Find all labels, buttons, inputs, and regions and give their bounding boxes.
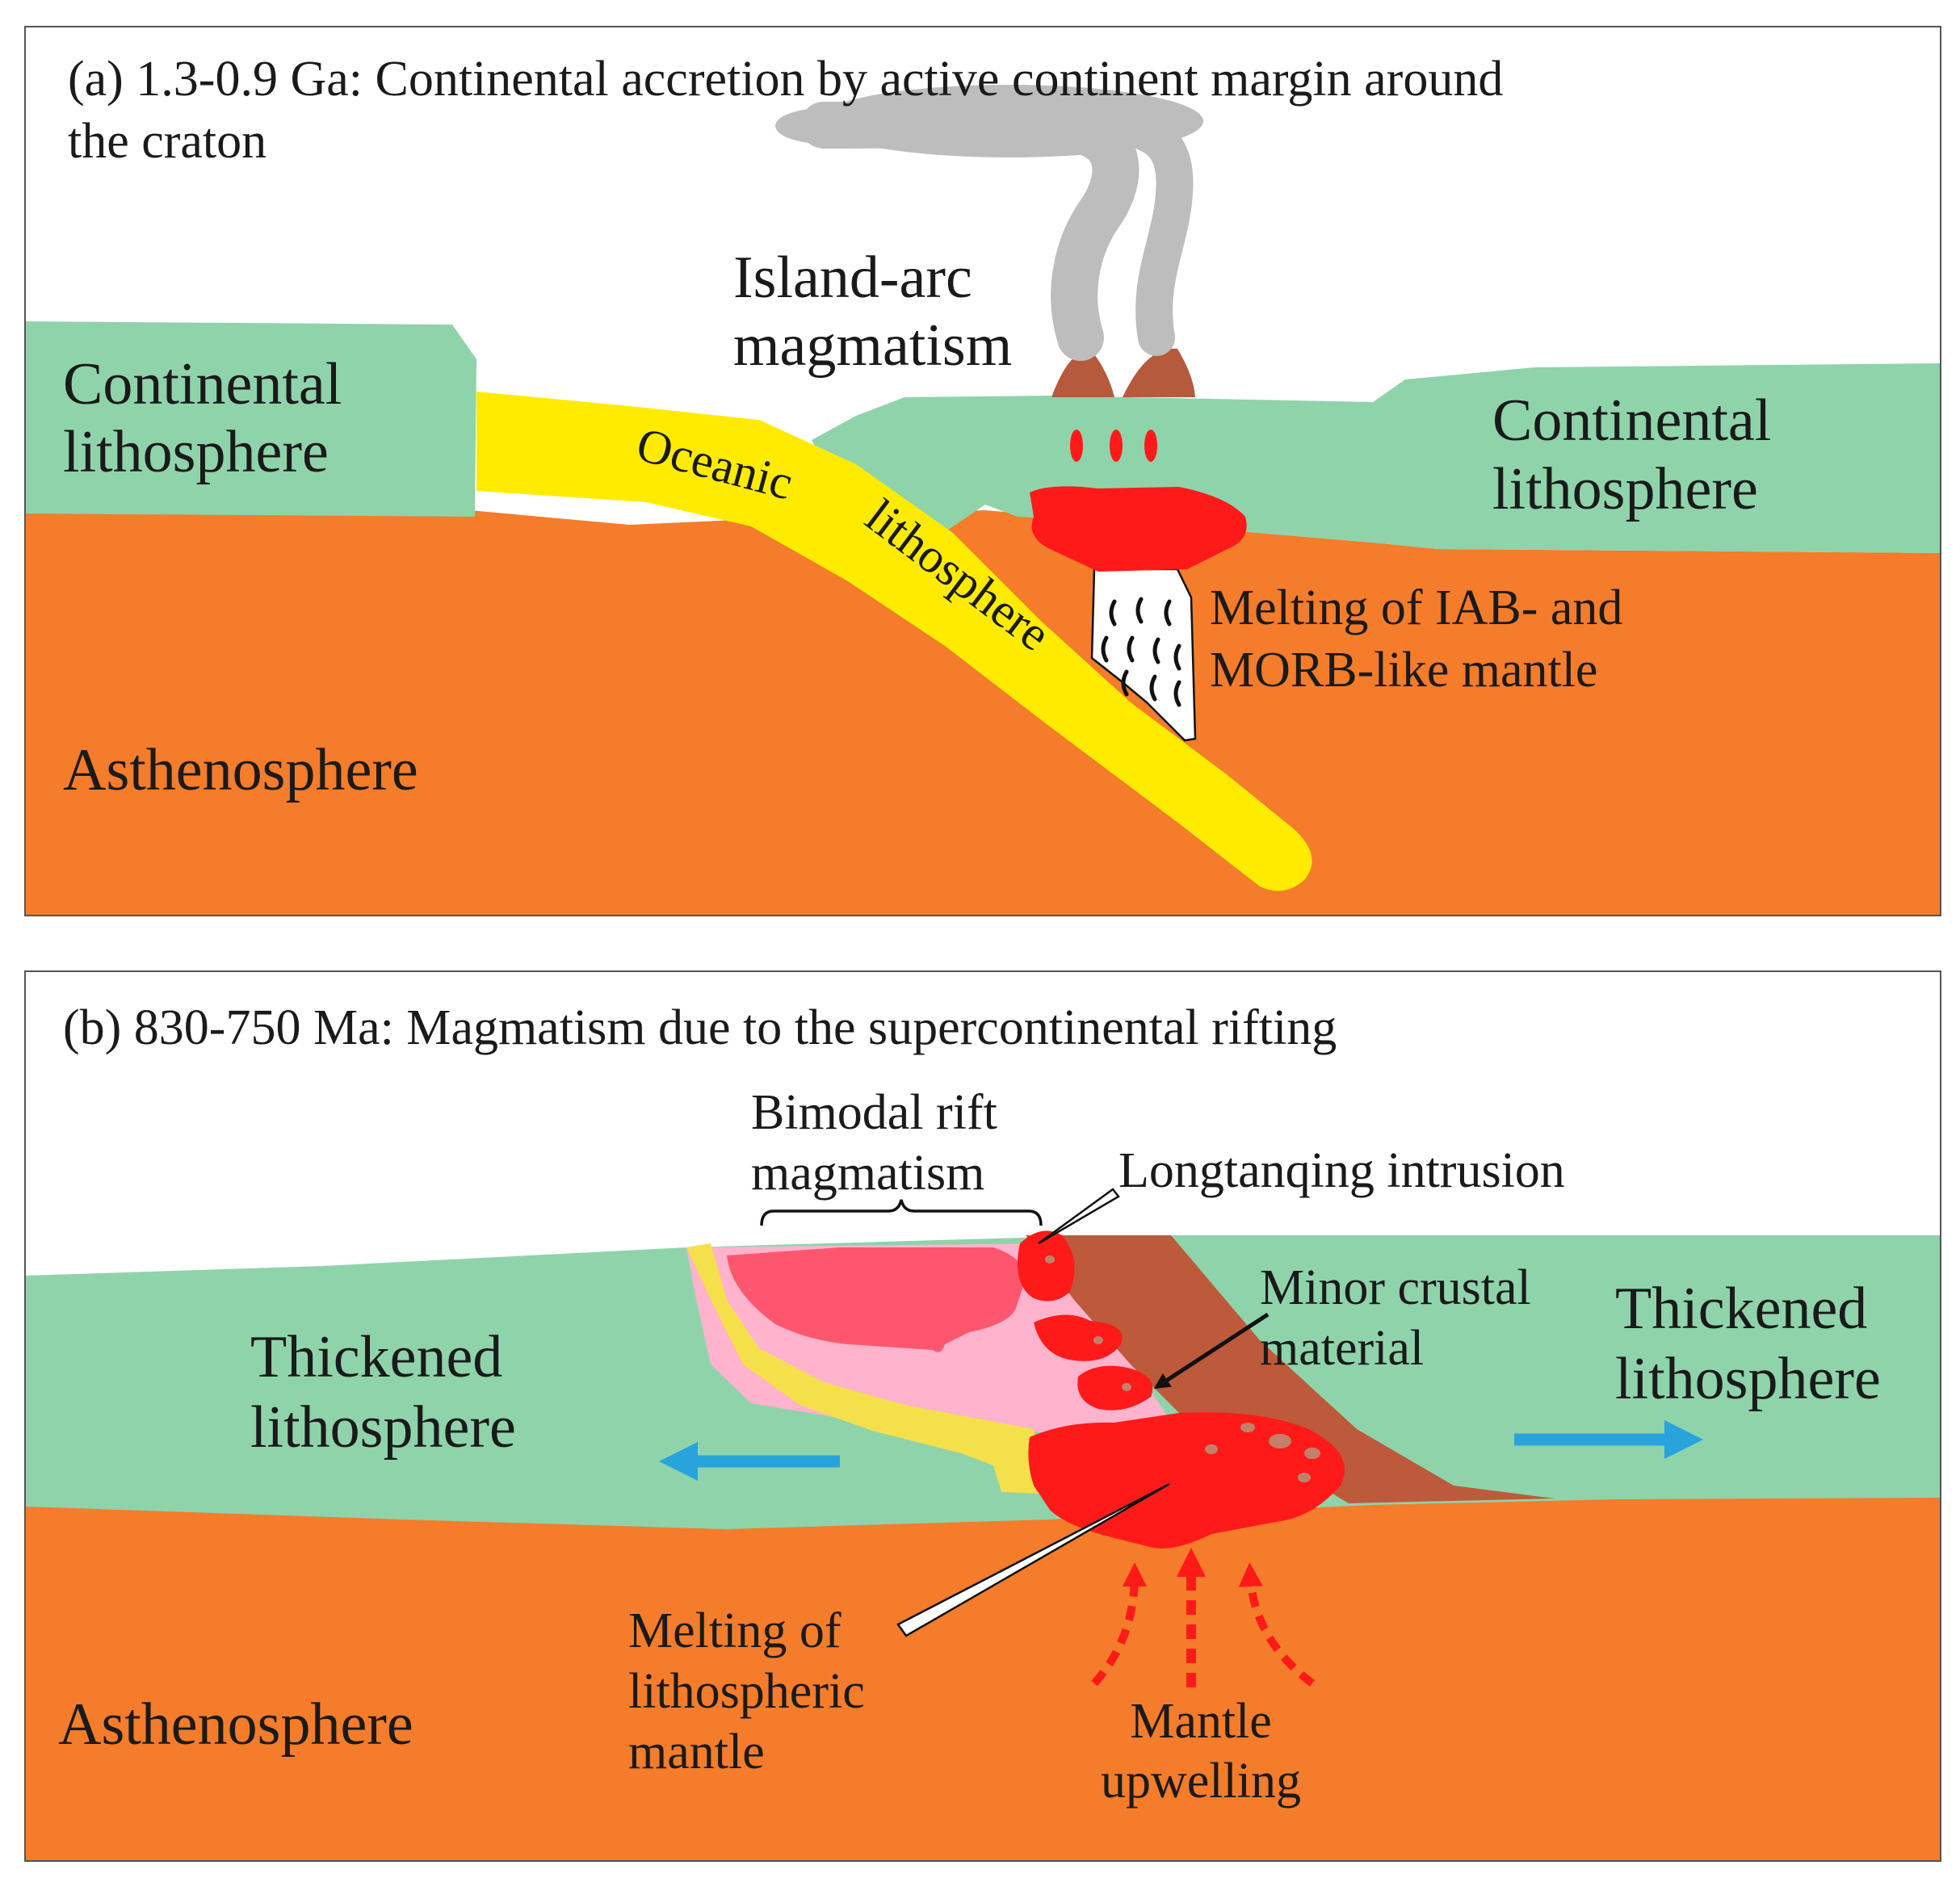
volcano-left — [1051, 350, 1114, 397]
crustal-material-label-line1: Minor crustal — [1260, 1260, 1531, 1315]
bimodal-brace — [760, 1199, 1043, 1226]
asthenosphere-label-b: Asthenosphere — [58, 1691, 413, 1758]
island-arc-label-line2: magmatism — [733, 312, 1012, 379]
asthenosphere-b — [25, 1496, 1941, 1861]
continental-lithosphere-left — [25, 321, 476, 517]
panel-a-frame — [24, 26, 1941, 916]
thickened-lithosphere-right-label-line1: Thickened — [1615, 1276, 1867, 1342]
panel-b-title: (b) 830-750 Ma: Magmatism due to the sup… — [63, 1000, 1337, 1055]
melt-streaks — [1101, 597, 1181, 707]
continental-lithosphere-left-label-line2: lithosphere — [63, 419, 329, 485]
crustal-inclusions — [1045, 1255, 1320, 1482]
magma-chamber-a — [1030, 486, 1247, 572]
ash-plume-right — [1128, 115, 1194, 356]
panel-b: (b) 830-750 Ma: Magmatism due to the sup… — [25, 971, 1941, 1861]
upwelling-arrow-left — [1091, 1562, 1147, 1687]
panel-b-frame — [24, 970, 1941, 1862]
continental-lithosphere-left-label-line1: Continental — [63, 351, 342, 417]
lithospheric-melt-label-line2: lithospheric — [628, 1664, 865, 1719]
magma-droplets — [1070, 430, 1157, 462]
bimodal-label-line2: magmatism — [751, 1146, 984, 1201]
oceanic-lithosphere — [476, 392, 1312, 891]
thickened-lithosphere-left-label-line2: lithosphere — [250, 1394, 516, 1461]
magma-blob-top — [1017, 1230, 1075, 1301]
lithospheric-melt-label-line3: mantle — [628, 1725, 765, 1779]
crustal-material-label-line2: material — [1260, 1321, 1424, 1376]
longtanqing-pointer — [1038, 1188, 1120, 1245]
ash-cloud — [816, 85, 1203, 157]
panel-a-title-line2: the craton — [68, 114, 267, 169]
rift-magma — [727, 1247, 1025, 1352]
mantle-melting-label-line1: Melting of IAB- and — [1210, 581, 1622, 635]
magma-chamber-b — [1028, 1412, 1345, 1549]
continental-lithosphere-right-label-line2: lithosphere — [1492, 456, 1758, 522]
island-arc-label-line1: Island-arc — [733, 245, 972, 311]
asthenosphere-label-a: Asthenosphere — [63, 737, 418, 803]
longtanqing-label: Longtanqing intrusion — [1119, 1143, 1565, 1198]
magma-blob-lower — [1077, 1365, 1153, 1410]
crustal-material-pointer — [1153, 1312, 1270, 1389]
continental-lithosphere-right — [812, 363, 1941, 580]
mantle-upwelling-label-line2: upwelling — [1101, 1754, 1301, 1809]
thickened-lithosphere-left-label-line1: Thickened — [250, 1324, 502, 1390]
asthenosphere-a — [25, 497, 1941, 916]
lithospheric-melt-pointer — [896, 1482, 1170, 1637]
rift-sediment-band — [686, 1243, 1042, 1494]
bimodal-label-line1: Bimodal rift — [751, 1085, 997, 1140]
magma-blob-middle — [1034, 1314, 1123, 1361]
continental-lithosphere-right-label-line1: Continental — [1492, 388, 1771, 454]
lithospheric-melt-label-line1: Melting of — [628, 1603, 841, 1658]
mantle-melting-label-line2: MORB-like mantle — [1210, 643, 1597, 698]
panel-a: (a) 1.3-0.9 Ga: Continental accretion by… — [25, 27, 1941, 916]
volcano-right — [1123, 348, 1195, 397]
crustal-wedge — [1026, 1235, 1555, 1503]
ash-cloud-tip — [775, 108, 872, 144]
melting-column — [1090, 568, 1197, 742]
panel-a-title-line1: (a) 1.3-0.9 Ga: Continental accretion by… — [68, 52, 1503, 107]
mantle-upwelling-label-line1: Mantle — [1130, 1694, 1272, 1749]
thickened-lithosphere-right-label-line2: lithosphere — [1615, 1346, 1881, 1412]
